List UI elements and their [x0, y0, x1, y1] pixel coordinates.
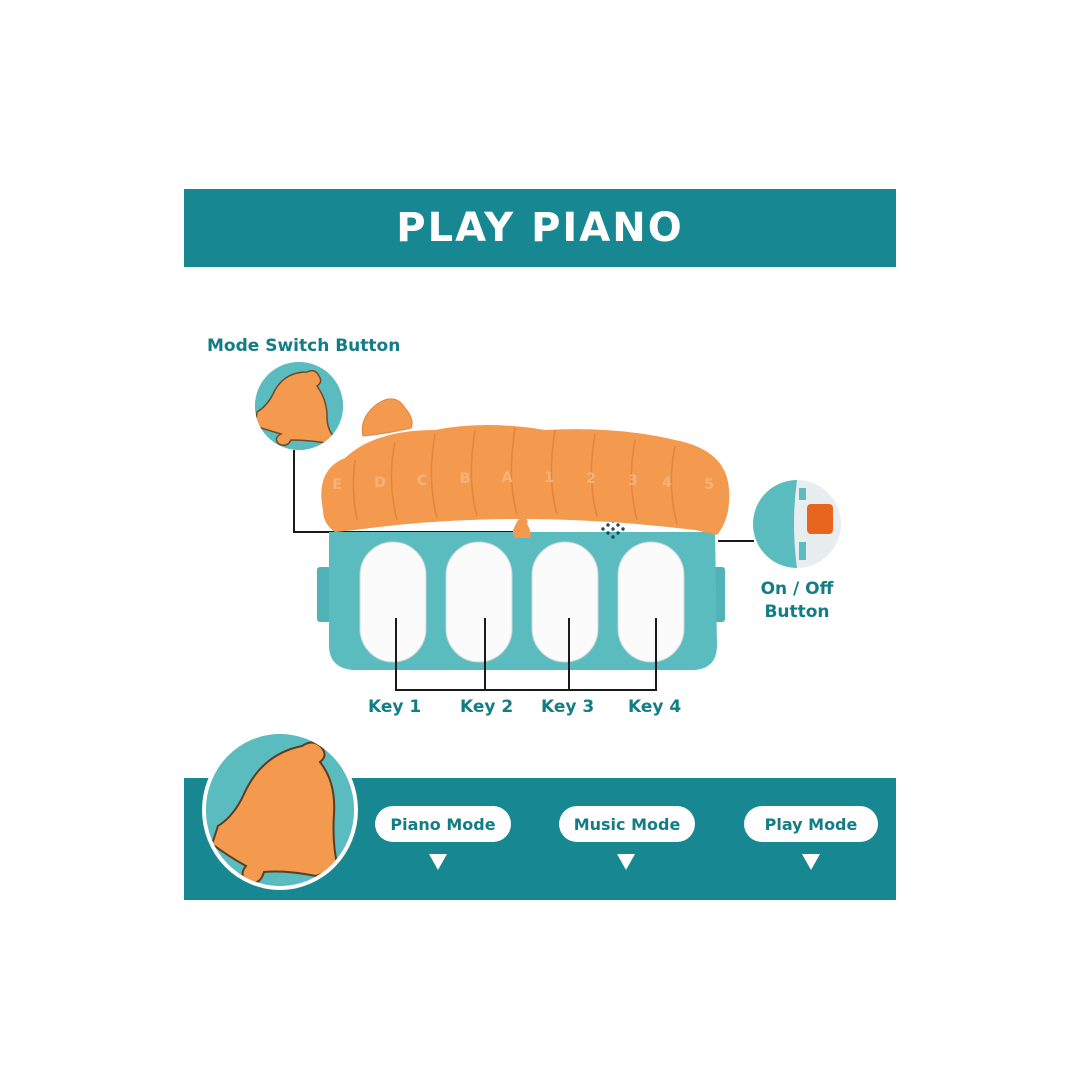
key-1-leader [395, 618, 397, 690]
on-off-label-line2: Button [764, 602, 830, 622]
key-4-label: Key 4 [628, 697, 682, 717]
piano-mode-arrow-icon [429, 854, 447, 870]
mode-switch-label: Mode Switch Button [207, 336, 401, 356]
title-banner: PLAY PIANO [184, 189, 896, 267]
piano-mode-button[interactable]: Piano Mode [375, 806, 511, 842]
on-off-zoom-circle [753, 480, 841, 568]
svg-text:3: 3 [628, 473, 638, 489]
key-2-label: Key 2 [460, 697, 514, 717]
key-3-leader [568, 618, 570, 690]
toy-piano-illustration: E D C B A 1 2 3 4 5 [317, 398, 730, 670]
svg-text:C: C [417, 473, 427, 489]
music-mode-button[interactable]: Music Mode [559, 806, 695, 842]
page-title: PLAY PIANO [396, 205, 684, 251]
bell-icon [206, 734, 354, 886]
keys-bracket-line [395, 689, 657, 691]
svg-text:B: B [460, 471, 471, 487]
on-off-leader [718, 540, 754, 542]
on-off-label-line1: On / Off [760, 579, 834, 599]
play-mode-button[interactable]: Play Mode [744, 806, 878, 842]
svg-text:E: E [332, 477, 342, 493]
key-2-leader [484, 618, 486, 690]
svg-text:2: 2 [586, 471, 596, 487]
mode-switch-zoom-circle [255, 362, 343, 450]
on-off-label: On / Off Button [752, 578, 842, 624]
svg-text:D: D [374, 475, 386, 491]
svg-text:5: 5 [704, 477, 714, 493]
power-switch-icon [753, 480, 833, 568]
leader-line [293, 450, 295, 533]
play-mode-arrow-icon [802, 854, 820, 870]
key-1-label: Key 1 [368, 697, 422, 717]
music-mode-arrow-icon [617, 854, 635, 870]
key-3-label: Key 3 [541, 697, 595, 717]
svg-text:A: A [502, 470, 513, 486]
svg-text:1: 1 [544, 470, 554, 486]
key-4-leader [655, 618, 657, 690]
bell-icon [255, 362, 343, 450]
mode-bell-zoom-circle [202, 730, 358, 890]
svg-text:4: 4 [662, 475, 672, 491]
